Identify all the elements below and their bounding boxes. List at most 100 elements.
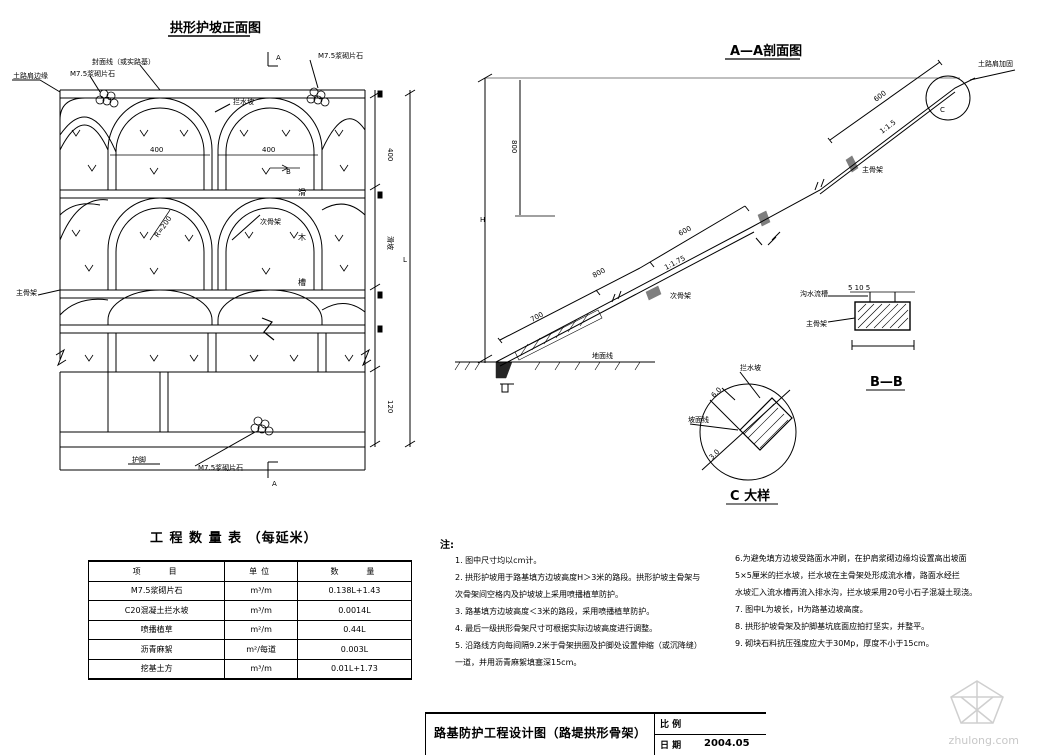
section-aa: A—A剖面图 bbox=[454, 43, 1016, 393]
table-cell: C20混凝土拦水坡 bbox=[87, 600, 226, 621]
label-main-arch-aa: 主骨架 bbox=[862, 165, 883, 174]
label-m75-bottom: M7.5浆砌片石 bbox=[198, 463, 243, 472]
dim-h: 800 bbox=[510, 140, 518, 153]
label-earth-shoulder: 土路肩边缘 bbox=[13, 71, 48, 80]
table-cell: 0.44L bbox=[296, 619, 413, 640]
dim-800: 800 bbox=[591, 266, 607, 279]
stone-pile-top-left bbox=[95, 89, 119, 108]
arch-row-1 bbox=[59, 97, 366, 190]
dim-c-a: 6.0 bbox=[710, 386, 724, 400]
quantity-table: 项 目 单位 数 量 M7.5浆砌片石 m³/m 0.138L+1.43 C20… bbox=[87, 560, 413, 680]
note-line: 6.为避免填方边坡受路面水冲刷，在护肩浆砌边缘均设置高出坡面 bbox=[735, 554, 967, 563]
label-radius: R=200 bbox=[153, 215, 173, 239]
notes-column-2: 6.为避免填方边坡受路面水冲刷，在护肩浆砌边缘均设置高出坡面 5×5厘米的拦水坡… bbox=[735, 553, 977, 655]
label-toe-wall: 护脚 bbox=[132, 455, 146, 464]
detail-c: C 大样 bbox=[689, 371, 797, 505]
label-sub-arch: 次骨架 bbox=[260, 217, 281, 226]
label-water-block: 拦水坡 bbox=[740, 363, 761, 372]
section-bb-labels: 沟水流槽 主骨架 5 10 5 bbox=[800, 284, 870, 328]
note-line: 1. 图中尺寸均以cm计。 bbox=[455, 556, 542, 565]
note-line: 5. 沿路线方向每间隔9.2米于骨架拱圈及护脚处设置伸缩（或沉降缝） bbox=[455, 641, 702, 650]
label-main-arch: 主骨架 bbox=[16, 288, 37, 297]
stone-pile-top-right bbox=[306, 87, 330, 107]
table-cell: m²/每道 bbox=[224, 639, 298, 660]
date-value: 2004.05 bbox=[704, 738, 750, 749]
dim-700: 700 bbox=[529, 310, 545, 323]
date-label: 日 期 bbox=[660, 741, 682, 751]
section-bb-title: B—B bbox=[870, 375, 903, 390]
table-cell: m³/m bbox=[224, 658, 298, 680]
dim-top: 400 bbox=[386, 148, 394, 161]
label-water-retaining: 拦水坡 bbox=[233, 97, 254, 106]
label-sub-arch-aa: 次骨架 bbox=[670, 291, 691, 300]
note-line: 4. 最后一级拱形骨架尺寸可根据实际边坡高度进行调整。 bbox=[455, 624, 658, 633]
table-cell: 0.138L+1.43 bbox=[296, 580, 413, 601]
dim-total: L bbox=[403, 256, 407, 264]
label-c-circle: C bbox=[940, 106, 945, 114]
title-block-divider bbox=[654, 734, 766, 735]
title-block: 路基防护工程设计图（路堤拱形骨架） 比 例 日 期 2004.05 bbox=[425, 712, 766, 755]
detail-c-circle bbox=[925, 75, 971, 121]
table-cell: 0.0014L bbox=[296, 600, 413, 621]
section-mark-bottom: A bbox=[272, 480, 277, 488]
table-row: 喷播植草 m²/m 0.44L bbox=[87, 619, 413, 640]
note-line: 5×5厘米的拦水坡，拦水坡在主骨架处形成流水槽，路面水经拦 bbox=[735, 571, 960, 580]
label-span-left: 400 bbox=[150, 146, 163, 154]
label-m75-top-left: M7.5浆砌片石 bbox=[70, 69, 115, 78]
detail-c-title: C 大样 bbox=[730, 488, 770, 504]
dim-low: 120 bbox=[386, 400, 394, 413]
table-row: 挖基土方 m³/m 0.01L+1.73 bbox=[87, 658, 413, 680]
front-view-title: 拱形护坡正面图 bbox=[170, 20, 261, 36]
table-cell: m²/m bbox=[224, 619, 298, 640]
note-line: 8. 拱形护坡骨架及护脚基坑底面应拍打坚实，并整平。 bbox=[735, 622, 930, 631]
label-drain-groove: 沟水流槽 bbox=[800, 289, 828, 298]
note-line: 一道，并用沥青麻絮填塞深15cm。 bbox=[455, 658, 582, 667]
notes-heading: 注: bbox=[440, 540, 454, 551]
note-line: 7. 图中L为坡长，H为路基边坡高度。 bbox=[735, 605, 868, 614]
table-cell: M7.5浆砌片石 bbox=[87, 580, 226, 601]
label-shoulder-reinforce: 土路肩加固 bbox=[978, 59, 1013, 68]
front-view: 拱形护坡正面图 A A bbox=[12, 20, 416, 488]
dim-c-b: 3.0 bbox=[708, 448, 722, 462]
table-row: M7.5浆砌片石 m³/m 0.138L+1.43 bbox=[87, 580, 413, 601]
section-mark-top: A bbox=[276, 54, 281, 62]
note-line: 水坡汇入流水槽再流入排水沟，拦水坡采用20号小石子混凝土现浇。 bbox=[735, 588, 978, 597]
label-h: H bbox=[480, 216, 485, 224]
note-line: 次骨架间空格内及护坡坡上采用喷播植草防护。 bbox=[455, 590, 623, 599]
quantity-table-title: 工 程 数 量 表 （每延米） bbox=[150, 531, 318, 546]
front-view-labels: 土路肩边缘 封面线（或实路基） M7.5浆砌片石 M7.5浆砌片石 拦水坡 主骨… bbox=[13, 51, 407, 472]
note-line: 3. 路基填方边坡高度＜3米的路段，采用喷播植草防护。 bbox=[455, 607, 655, 616]
table-cell: m³/m bbox=[224, 600, 298, 621]
label-main-arch-bb: 主骨架 bbox=[806, 319, 827, 328]
arch-row-2 bbox=[59, 197, 366, 290]
label-bb-dims: 5 10 5 bbox=[848, 284, 870, 292]
scale-label: 比 例 bbox=[660, 720, 682, 730]
table-header: 数 量 bbox=[296, 560, 413, 582]
label-vert-mu: 木 bbox=[298, 232, 306, 242]
table-cell: 挖基土方 bbox=[87, 658, 226, 680]
note-line: 9. 砌块石料抗压强度应大于30Mp，厚度不小于15cm。 bbox=[735, 639, 934, 648]
table-header-row: 项 目 单位 数 量 bbox=[87, 560, 413, 582]
watermark-logo-icon bbox=[950, 680, 1004, 724]
detail-c-labels: 拦水坡 坡面线 6.0 3.0 bbox=[688, 363, 761, 461]
dim-600-top: 600 bbox=[872, 89, 887, 103]
table-row: C20混凝土拦水坡 m³/m 0.0014L bbox=[87, 600, 413, 621]
label-vert-hua: 滑 bbox=[298, 187, 306, 197]
arch-row-3 bbox=[59, 289, 366, 325]
label-span-right: 400 bbox=[262, 146, 275, 154]
table-cell: 沥青麻絮 bbox=[87, 639, 226, 660]
label-ground: 地面线 bbox=[592, 351, 613, 360]
note-line: 2. 拱形护坡用于路基填方边坡高度H＞3米的路段。拱形护坡主骨架与 bbox=[455, 573, 701, 582]
drawing-title: 路基防护工程设计图（路堤拱形骨架） bbox=[434, 726, 647, 740]
table-cell: 0.01L+1.73 bbox=[296, 658, 413, 680]
label-slope-line-c: 坡面线 bbox=[688, 415, 709, 424]
table-cell: m³/m bbox=[224, 580, 298, 601]
table-header: 项 目 bbox=[87, 560, 226, 582]
dim-600-mid: 600 bbox=[677, 224, 693, 237]
table-header: 单位 bbox=[224, 560, 298, 582]
dim-mid: 滑坡 bbox=[386, 236, 395, 250]
table-row: 沥青麻絮 m²/每道 0.003L bbox=[87, 639, 413, 660]
watermark-text: zhulong.com bbox=[948, 734, 1019, 747]
table-cell: 喷播植草 bbox=[87, 619, 226, 640]
